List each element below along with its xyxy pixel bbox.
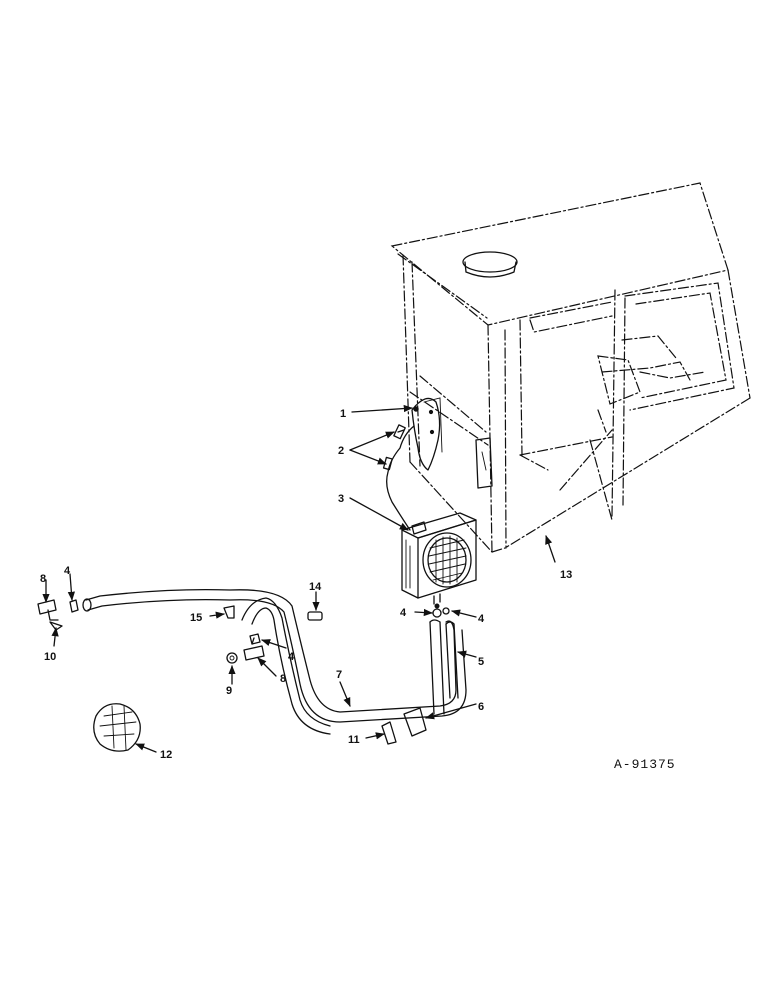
- figure-reference: A-91375: [614, 757, 676, 772]
- callout-9: 9: [226, 685, 232, 697]
- callout-4: 4: [64, 565, 71, 577]
- heater-unit: [401, 512, 477, 609]
- hose-long: [82, 588, 467, 723]
- callout-1: 1: [340, 408, 346, 420]
- shutoff-valve-left: [37, 599, 63, 631]
- callout-4: 4: [478, 613, 485, 625]
- hose-bracket: [403, 707, 427, 737]
- leader-lines: [42, 404, 556, 753]
- hose-riser: [429, 619, 459, 715]
- callout-7: 7: [336, 669, 342, 681]
- callout-12: 12: [160, 749, 172, 761]
- hose-clamp: [432, 608, 442, 618]
- callout-3: 3: [338, 493, 344, 505]
- callout-4: 4: [400, 607, 407, 619]
- wiring-harness: [382, 424, 415, 531]
- nipple-fitting: [307, 611, 323, 621]
- hose-clamp-left: [69, 599, 79, 613]
- callout-13: 13: [560, 569, 572, 581]
- callout-4: 4: [288, 651, 295, 663]
- hose-short: [241, 597, 331, 735]
- callout-15: 15: [190, 612, 202, 624]
- cab-assembly: [390, 182, 751, 553]
- shutoff-valve-mid: [243, 637, 265, 661]
- callout-8: 8: [280, 673, 286, 685]
- hose-clamp-mid: [249, 633, 261, 645]
- callout-8: 8: [40, 573, 46, 585]
- elbow-fitting: [223, 605, 235, 619]
- callout-5: 5: [478, 656, 484, 668]
- engine-fitting: [93, 703, 141, 752]
- callout-2: 2: [338, 445, 344, 457]
- callout-6: 6: [478, 701, 484, 713]
- callout-10: 10: [44, 651, 56, 663]
- callout-11: 11: [348, 734, 360, 746]
- callout-14: 14: [309, 581, 322, 593]
- bushing: [226, 652, 238, 664]
- hose-clip: [381, 721, 397, 745]
- hose-clamp: [442, 607, 450, 615]
- control-switch-bracket: [411, 397, 443, 471]
